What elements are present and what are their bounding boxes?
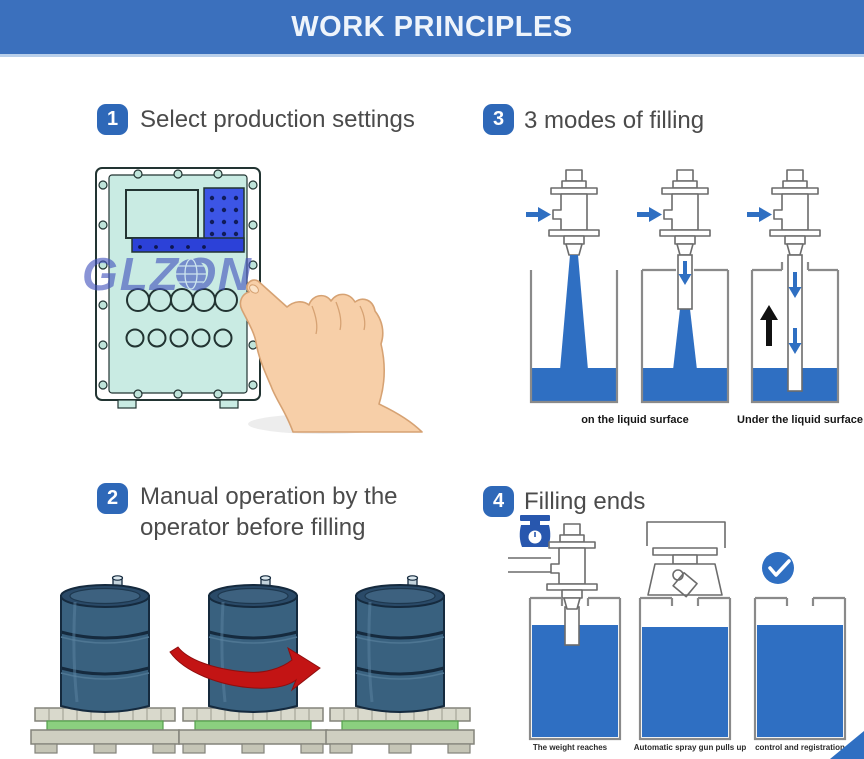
drip-flap	[672, 571, 698, 598]
panel-enclosure	[95, 167, 261, 409]
glzon-watermark: GLZON	[82, 248, 253, 300]
step-1-number: 1	[106, 108, 119, 130]
down-arrow-icon	[678, 261, 692, 285]
end-gun-pulls-up	[638, 521, 732, 741]
keypad	[131, 187, 245, 253]
fill-tube	[564, 606, 580, 646]
inlet-arrow-icon	[747, 207, 772, 222]
end-label-weight: The weight reaches	[532, 743, 608, 752]
rotation-arrow-icon	[169, 646, 321, 692]
control-panel-illustration: GLZON	[82, 167, 423, 434]
step-2-number: 2	[106, 487, 119, 509]
drums-illustration	[30, 575, 475, 754]
liquid-stream	[673, 309, 697, 370]
step-4-label: Filling ends	[524, 488, 646, 515]
step-2-badge: 2	[97, 483, 128, 514]
mount-arm	[508, 557, 551, 573]
screw-icons	[98, 169, 258, 399]
step-3-label: 3 modes of filling	[524, 107, 705, 134]
pointing-hand	[239, 279, 423, 434]
up-arrow-icon	[760, 305, 778, 346]
end-weight-reached	[508, 515, 622, 741]
check-icon	[762, 552, 794, 584]
liquid-stream	[560, 255, 588, 370]
corner-triangle-decoration	[830, 731, 864, 759]
panel-buttons	[125, 288, 238, 348]
mode-under-surface	[747, 169, 840, 404]
step-1-badge: 1	[97, 104, 128, 135]
mode-on-surface	[637, 169, 730, 404]
step-3-number: 3	[492, 108, 505, 130]
filling-modes-illustration	[526, 169, 840, 404]
page-title: WORK PRINCIPLES	[291, 10, 573, 43]
header-banner: WORK PRINCIPLES	[0, 0, 864, 57]
mode-above-surface	[526, 169, 619, 404]
step-4-badge: 4	[483, 486, 514, 517]
inlet-arrow-icon	[637, 207, 662, 222]
end-label-gun: Automatic spray gun pulls up	[633, 743, 747, 752]
inlet-arrow-icon	[526, 207, 551, 222]
globe-icon	[176, 258, 206, 290]
end-registration	[753, 552, 847, 741]
step-1-label: Select production settings	[140, 106, 415, 133]
mode-label-on-surface: on the liquid surface	[581, 414, 689, 426]
mode-label-under-surface: Under the liquid surface	[737, 414, 863, 426]
fingernail	[249, 284, 259, 294]
down-arrow-icon	[788, 272, 802, 298]
end-label-registration: control and registration	[755, 743, 845, 752]
step-3-badge: 3	[483, 104, 514, 135]
filling-ends-illustration	[508, 515, 847, 741]
down-arrow-icon	[788, 328, 802, 354]
step-2-label: Manual operation by the operator before …	[140, 483, 398, 541]
watermark-text: GLZON	[82, 248, 253, 300]
scale-icon	[519, 515, 551, 547]
step-4-number: 4	[492, 490, 505, 512]
drum-illustration	[325, 575, 475, 754]
spray-gun-raised	[646, 521, 726, 598]
drum-illustration	[30, 575, 180, 754]
